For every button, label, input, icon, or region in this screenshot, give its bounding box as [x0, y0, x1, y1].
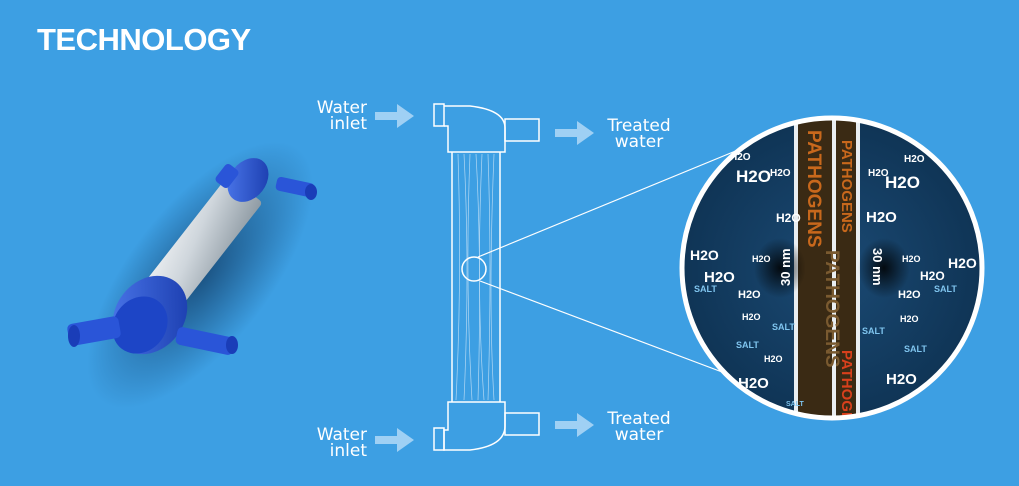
water-inlet-top-line1: Water [316, 98, 367, 118]
zoom-focus-circle [461, 256, 487, 282]
pathogens-text-4: PATHOGENS [838, 350, 855, 443]
h2o-label: H2O [730, 152, 751, 163]
top-cap [215, 158, 317, 202]
salt-label: SALT [904, 344, 927, 354]
h2o-label: H2O [742, 312, 761, 322]
treated-water-top-line1: Treated [607, 116, 671, 136]
pathogens-text-3: PATHOGENS [838, 140, 855, 233]
bottom-cap [67, 275, 238, 355]
treated-water-top-label: Treated water [594, 116, 684, 152]
h2o-label: H2O [704, 269, 735, 286]
h2o-label: H2O [738, 289, 761, 301]
treated-water-top-line2: water [614, 132, 664, 152]
arrow-outlet-bottom [555, 413, 594, 437]
hollow-fibers [455, 153, 495, 401]
h2o-label: H2O [948, 255, 977, 271]
arrow-inlet-bottom [375, 428, 414, 452]
pathogen-band-right [836, 120, 856, 416]
page-title: TECHNOLOGY [37, 22, 251, 57]
salt-particles: SALT SALT SALT SALT SALT SALT SALT [694, 284, 957, 408]
water-inlet-bottom-line2: inlet [329, 441, 367, 461]
arrow-outlet-top [555, 121, 594, 145]
top-header [444, 105, 506, 153]
arrow-inlet-top [375, 104, 414, 128]
bottom-inlet-port [433, 427, 445, 451]
h2o-label: H2O [868, 168, 889, 179]
top-inlet-port [433, 103, 445, 127]
h2o-label: H2O [752, 254, 771, 264]
salt-label: SALT [934, 284, 957, 294]
h2o-label: H2O [885, 173, 920, 192]
salt-label: SALT [772, 322, 795, 332]
treated-water-bottom-label: Treated water [594, 409, 684, 445]
salt-label: SALT [786, 401, 804, 408]
h2o-label: H2O [886, 371, 917, 388]
module-schematic [433, 103, 540, 451]
water-inlet-bottom-line1: Water [316, 425, 367, 445]
water-inlet-top-line2: inlet [329, 114, 367, 134]
salt-label: SALT [862, 326, 885, 336]
bottom-outlet-port [504, 412, 540, 436]
water-inlet-top-label: Water inlet [287, 98, 367, 134]
pore-size-label-right: 30 nm [870, 248, 885, 286]
pathogens-text-1: PATHOGENS [803, 130, 824, 248]
h2o-label: H2O [904, 154, 925, 165]
water-molecules: H2O H2O H2O H2O H2O H2O H2O H2O H2O H2O … [690, 152, 977, 392]
treated-water-bottom-line1: Treated [607, 409, 671, 429]
magnified-membrane: PATHOGENS PATHOGENS PATHOGENS PATHOGENS … [679, 115, 985, 443]
h2o-label: H2O [920, 269, 945, 283]
treated-water-bottom-line2: water [614, 425, 664, 445]
h2o-label: H2O [900, 314, 919, 324]
h2o-label: H2O [770, 168, 791, 179]
zoom-line-top [477, 149, 739, 258]
h2o-label: H2O [736, 167, 771, 186]
bottom-header [443, 401, 506, 451]
h2o-label: H2O [690, 247, 719, 263]
salt-label: SALT [694, 284, 717, 294]
water-inlet-bottom-label: Water inlet [287, 425, 367, 461]
pore-size-label-left: 30 nm [778, 248, 793, 286]
h2o-label: H2O [866, 209, 897, 226]
filter-cartridge-render [67, 141, 317, 409]
h2o-label: H2O [764, 354, 783, 364]
h2o-label: H2O [902, 254, 921, 264]
pathogens-text-2: PATHOGENS [821, 250, 842, 368]
flow-arrows [375, 104, 594, 452]
zoom-line-bottom [479, 280, 739, 379]
h2o-label: H2O [776, 211, 801, 225]
h2o-label: H2O [898, 289, 921, 301]
salt-label: SALT [736, 340, 759, 350]
top-outlet-port [504, 118, 540, 142]
